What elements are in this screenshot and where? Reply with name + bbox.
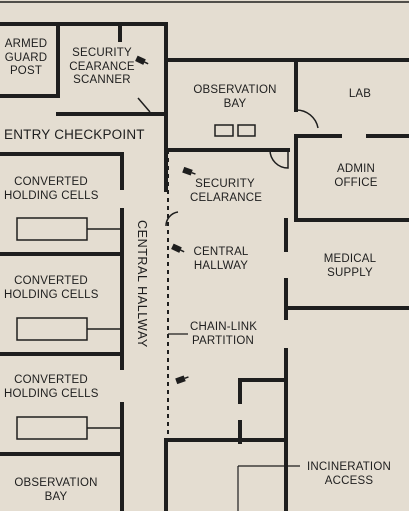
door-swing	[295, 109, 319, 129]
window	[237, 124, 256, 137]
door-swing	[137, 97, 151, 113]
bench	[16, 317, 88, 341]
window	[214, 124, 234, 137]
room-label-central-hallway-vertical: CENTRAL HALLWAY	[135, 220, 149, 348]
door-swing	[269, 149, 289, 169]
camera-icon	[182, 166, 196, 176]
door-swing	[165, 211, 179, 227]
camera-icon	[135, 55, 149, 65]
bench	[16, 217, 88, 241]
camera-icon	[175, 375, 189, 385]
room-label-lab: LAB	[348, 88, 372, 100]
bench	[16, 416, 88, 440]
room-label-entry-checkpoint: ENTRY CHECKPOINT	[4, 127, 145, 142]
camera-icon	[171, 243, 185, 253]
